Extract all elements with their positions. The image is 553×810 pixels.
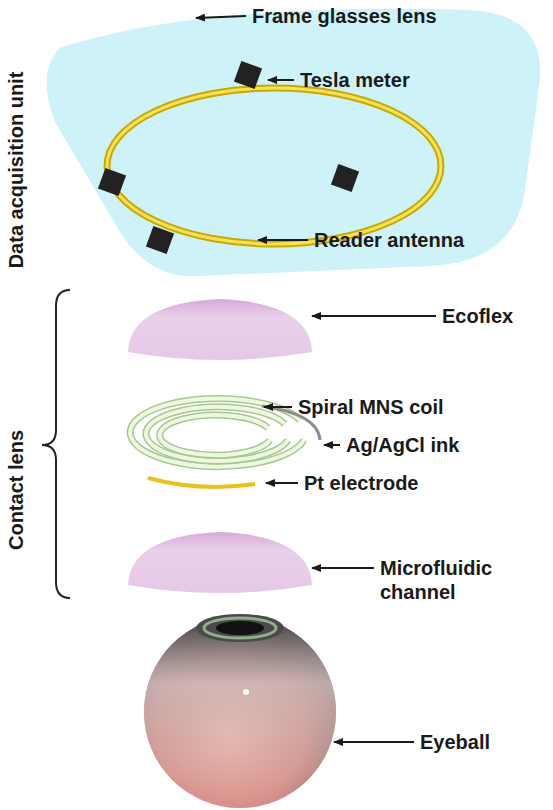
leader-arrow: [258, 239, 308, 241]
leader-arrow: [334, 741, 414, 743]
pt-electrode: [148, 478, 255, 487]
group-label: Data acquisition unit: [4, 72, 28, 269]
iris-ring: [204, 618, 276, 638]
leader-arrow: [266, 482, 298, 484]
part-label: Eyeball: [420, 730, 490, 754]
glasses-lens: [47, 9, 541, 276]
group-label: Contact lens: [4, 430, 28, 550]
eyeball: [144, 616, 336, 808]
reader-antenna-highlight: [107, 88, 441, 244]
part-label: Ag/AgCl ink: [346, 433, 459, 457]
leader-arrow: [264, 406, 292, 408]
leader-arrow: [312, 315, 436, 317]
part-label: Microfluidic channel: [380, 556, 520, 604]
part-label: Pt electrode: [304, 471, 418, 495]
part-label: Ecoflex: [442, 304, 513, 328]
part-label: Spiral MNS coil: [298, 395, 444, 419]
leader-arrow: [324, 444, 340, 446]
bracket: [42, 290, 70, 598]
part-label: Frame glasses lens: [252, 4, 437, 28]
leader-arrow: [268, 79, 294, 81]
ecoflex-layer: [128, 299, 312, 360]
pupil: [216, 621, 264, 635]
eye-highlight: [243, 689, 249, 695]
leader-arrow: [196, 16, 246, 18]
part-label: Reader antenna: [314, 228, 464, 252]
microfluidic-layer: [128, 532, 312, 593]
eyeball-shade: [144, 616, 336, 808]
iris: [196, 614, 284, 642]
part-label: Tesla meter: [300, 68, 410, 92]
reader-antenna: [107, 88, 441, 244]
leader-arrow: [312, 567, 374, 569]
